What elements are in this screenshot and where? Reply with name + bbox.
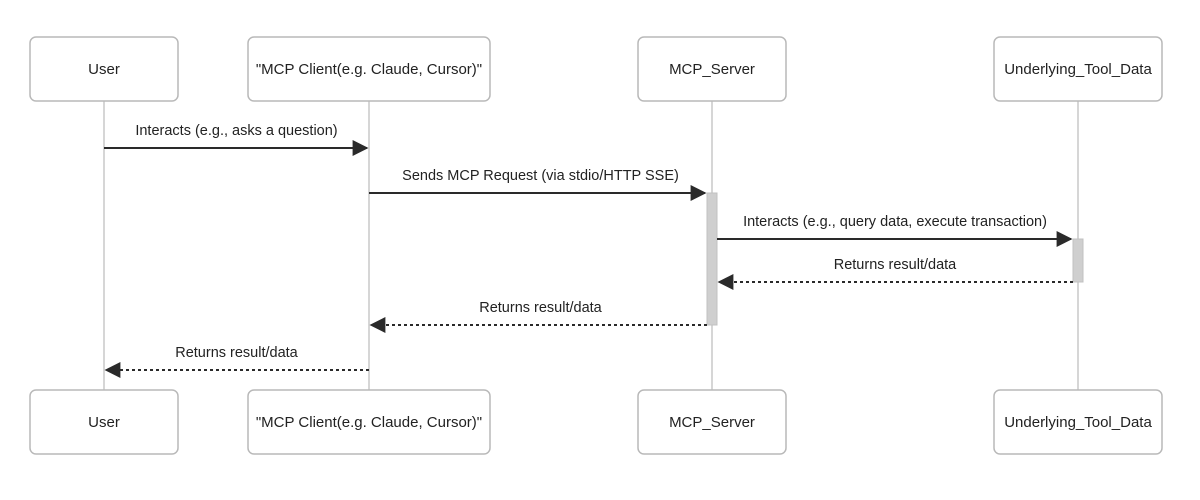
participant-user-bottom: User bbox=[29, 389, 179, 455]
message-label: Interacts (e.g., asks a question) bbox=[135, 123, 337, 139]
message-label: Returns result/data bbox=[175, 345, 298, 361]
participant-tool-bottom: Underlying_Tool_Data bbox=[993, 389, 1163, 455]
activation-server bbox=[706, 192, 718, 326]
participant-label: Underlying_Tool_Data bbox=[1004, 61, 1152, 78]
message-label: Interacts (e.g., query data, execute tra… bbox=[743, 214, 1047, 230]
participant-box bbox=[247, 389, 491, 455]
participant-label: MCP_Server bbox=[669, 414, 755, 431]
participant-server-bottom: MCP_Server bbox=[637, 389, 787, 455]
participant-label: "MCP Client(e.g. Claude, Cursor)" bbox=[256, 414, 482, 431]
message-5: Returns result/data bbox=[369, 300, 707, 333]
participant-box bbox=[29, 389, 179, 455]
message-1: Interacts (e.g., asks a question) bbox=[104, 123, 369, 156]
participant-label: MCP_Server bbox=[669, 61, 755, 78]
participant-client-bottom: "MCP Client(e.g. Claude, Cursor)" bbox=[247, 389, 491, 455]
participant-box bbox=[637, 36, 787, 102]
participant-tool-top: Underlying_Tool_Data bbox=[993, 36, 1163, 102]
participant-label: "MCP Client(e.g. Claude, Cursor)" bbox=[256, 61, 482, 78]
participant-server-top: MCP_Server bbox=[637, 36, 787, 102]
participant-box bbox=[247, 36, 491, 102]
message-4: Returns result/data bbox=[717, 257, 1073, 290]
participant-label: Underlying_Tool_Data bbox=[1004, 414, 1152, 431]
participant-client-top: "MCP Client(e.g. Claude, Cursor)" bbox=[247, 36, 491, 102]
message-3: Interacts (e.g., query data, execute tra… bbox=[717, 214, 1073, 247]
participant-box bbox=[637, 389, 787, 455]
participant-box bbox=[29, 36, 179, 102]
message-label: Sends MCP Request (via stdio/HTTP SSE) bbox=[402, 168, 679, 184]
participant-user-top: User bbox=[29, 36, 179, 102]
participant-box bbox=[993, 389, 1163, 455]
message-label: Returns result/data bbox=[479, 300, 602, 316]
message-label: Returns result/data bbox=[834, 257, 957, 273]
participant-label: User bbox=[88, 414, 120, 431]
activation-tool bbox=[1072, 238, 1084, 283]
message-6: Returns result/data bbox=[104, 345, 369, 378]
participant-label: User bbox=[88, 61, 120, 78]
message-2: Sends MCP Request (via stdio/HTTP SSE) bbox=[369, 168, 707, 201]
participant-box bbox=[993, 36, 1163, 102]
